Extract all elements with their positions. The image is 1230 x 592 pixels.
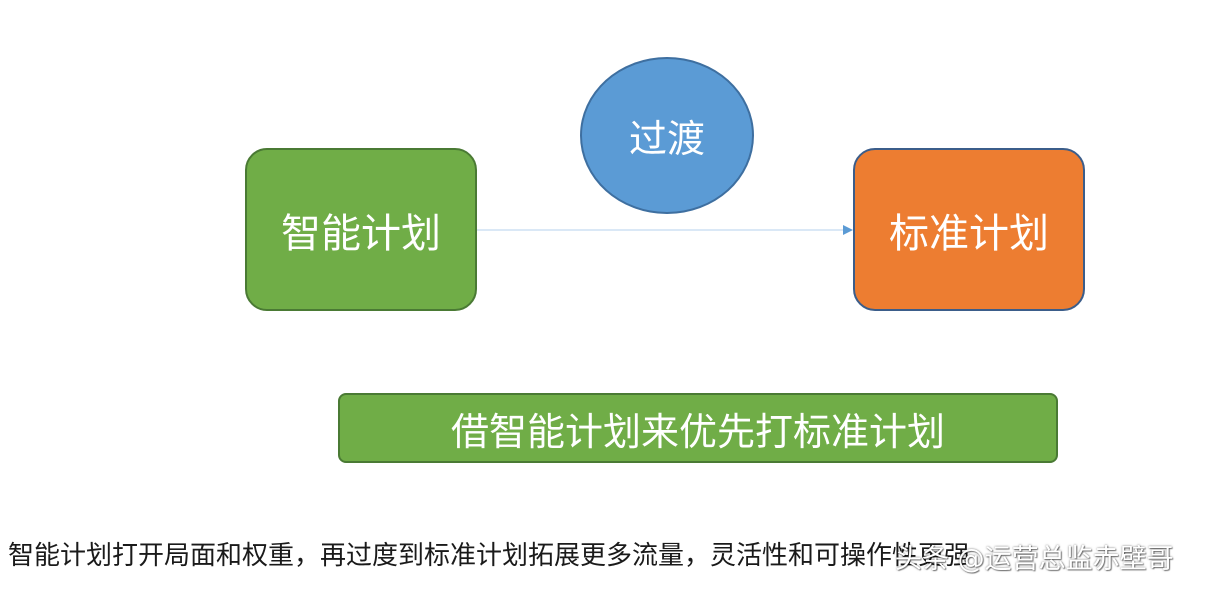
watermark-text: 头条 @运营总监赤壁哥 — [895, 544, 1174, 575]
standard-plan-node: 标准计划 — [853, 148, 1085, 311]
connector-arrowhead — [843, 225, 853, 235]
transition-node: 过渡 — [580, 57, 754, 214]
smart-plan-node: 智能计划 — [245, 148, 477, 311]
caption-text: 智能计划打开局面和权重，再过度到标准计划拓展更多流量，灵活性和可操作性更强 — [8, 541, 971, 571]
strategy-banner-label: 借智能计划来优先打标准计划 — [450, 409, 945, 454]
transition-label: 过渡 — [628, 117, 705, 161]
strategy-banner: 借智能计划来优先打标准计划 — [338, 393, 1058, 463]
standard-plan-label: 标准计划 — [889, 210, 1049, 257]
smart-plan-label: 智能计划 — [281, 210, 441, 257]
